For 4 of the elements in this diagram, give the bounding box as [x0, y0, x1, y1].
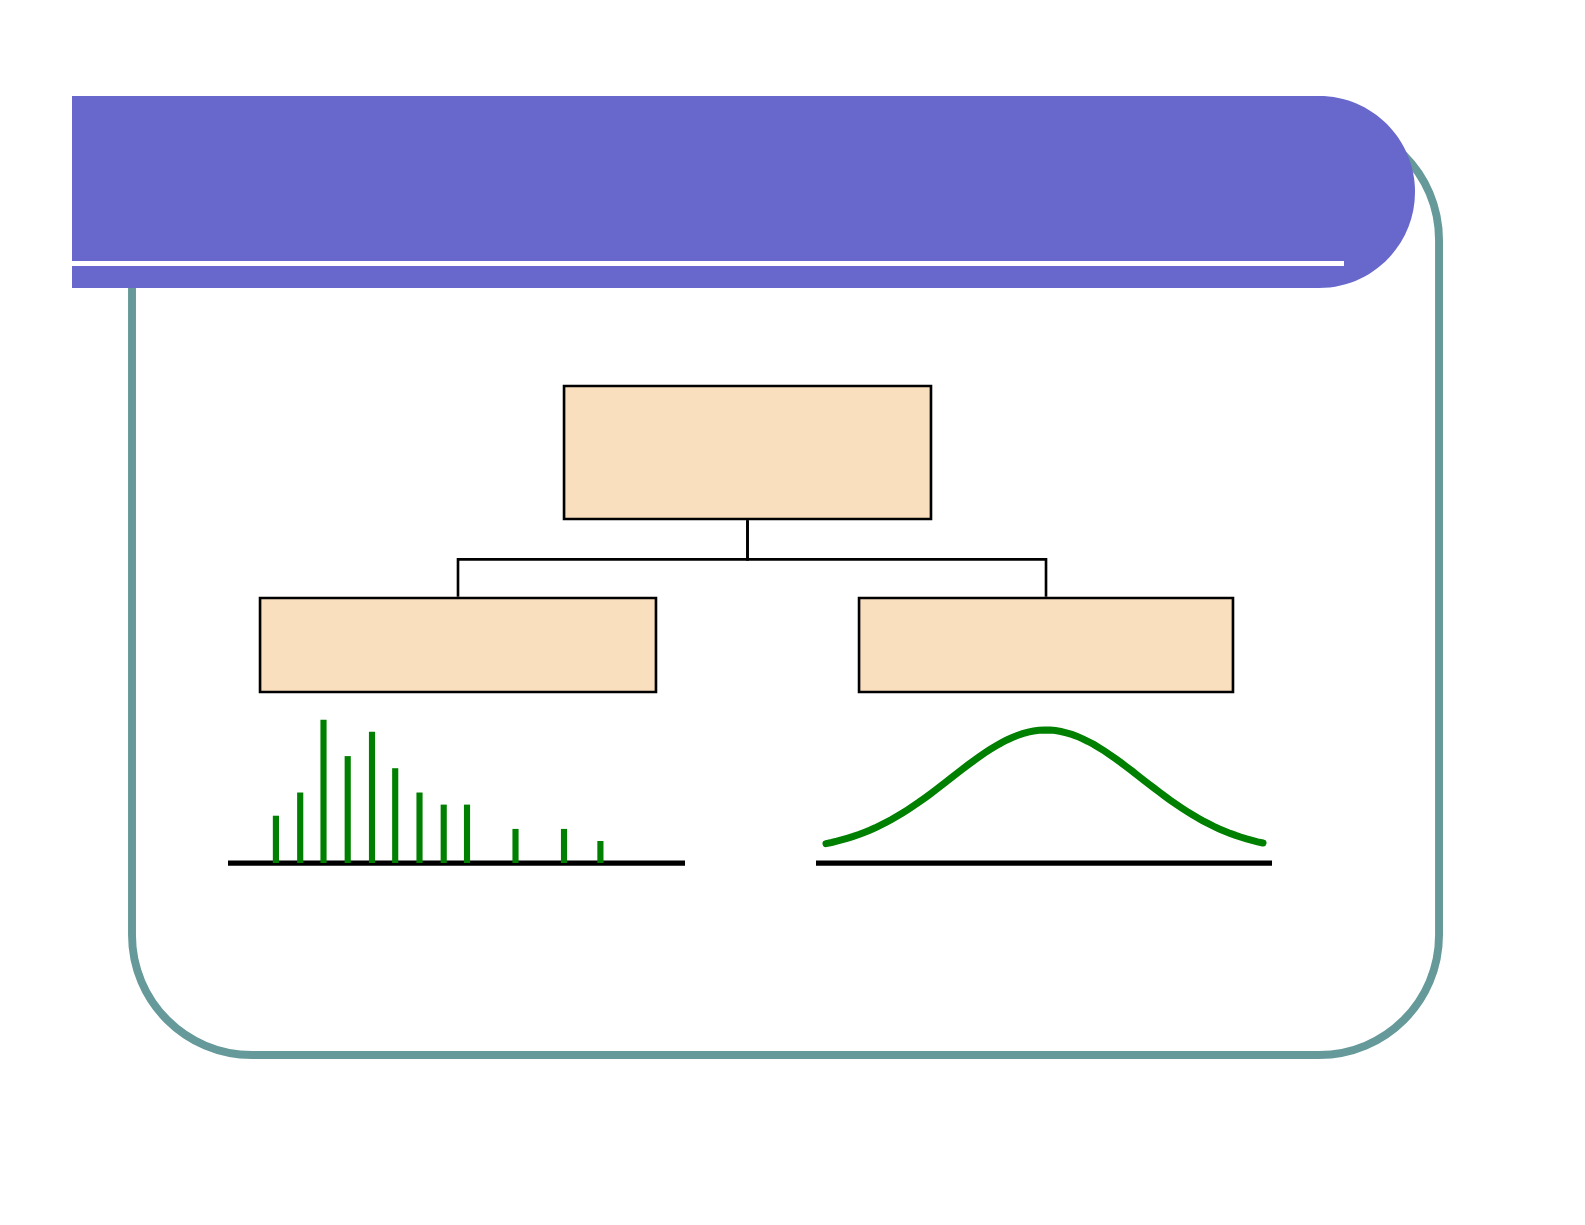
- connector-line: [746, 520, 1048, 597]
- chart-box: [857, 596, 1235, 694]
- chart-box: [258, 596, 658, 694]
- chart-box: [562, 384, 933, 521]
